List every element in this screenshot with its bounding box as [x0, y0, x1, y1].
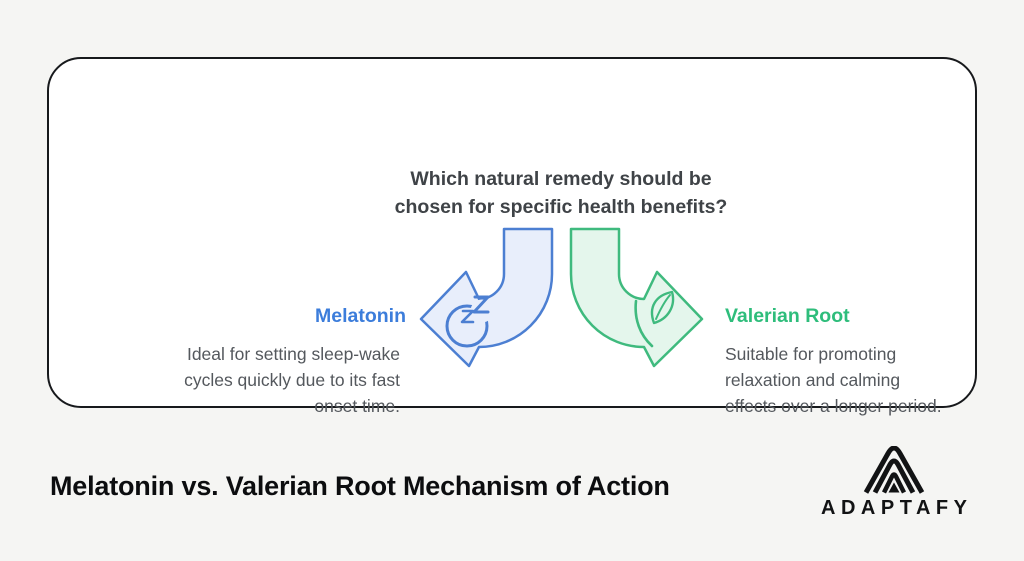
question-title: Which natural remedy should be chosen fo… [361, 165, 761, 221]
decision-arrows [419, 227, 704, 368]
question-line-2: chosen for specific health benefits? [394, 196, 728, 218]
leaf-sprout-icon [634, 290, 675, 348]
adaptafy-logo: ADAPTAFY [804, 446, 984, 520]
adaptafy-wordmark: ADAPTAFY [821, 497, 973, 519]
question-line-1: Which natural remedy should be [410, 168, 712, 190]
comparison-card: Which natural remedy should be chosen fo… [47, 57, 977, 416]
valerian-label: Valerian Root [725, 305, 850, 327]
valerian-arrow [569, 227, 704, 368]
page-title: Melatonin vs. Valerian Root Mechanism of… [50, 471, 670, 501]
melatonin-arrow [419, 227, 554, 368]
valerian-description: Suitable for promoting relaxation and ca… [725, 344, 942, 416]
mountain-a-icon [863, 446, 925, 494]
moon-zzz-icon [445, 295, 494, 348]
melatonin-description: Ideal for setting sleep-wake cycles quic… [184, 344, 400, 416]
melatonin-label: Melatonin [315, 305, 406, 327]
